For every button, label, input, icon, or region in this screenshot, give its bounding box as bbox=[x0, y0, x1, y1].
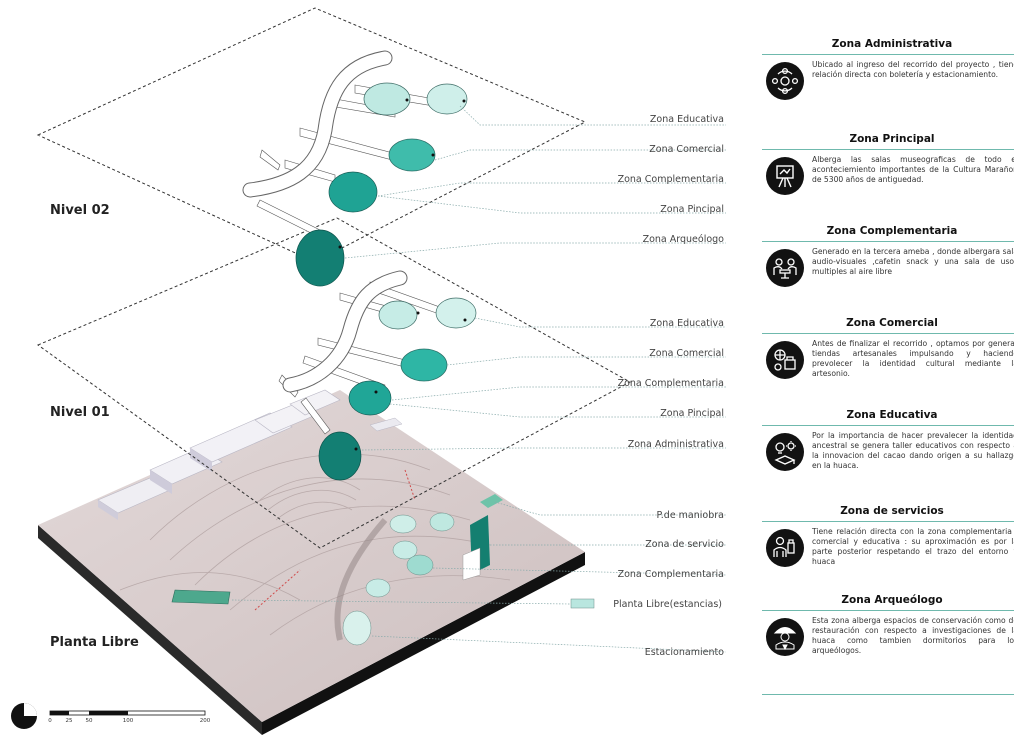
label-n2-educativa: Zona Educativa bbox=[650, 114, 724, 125]
terrain-contours bbox=[119, 453, 511, 636]
legend-rule bbox=[762, 521, 1014, 522]
scale-tick-50: 50 bbox=[86, 718, 93, 724]
legend-rule bbox=[762, 425, 1014, 426]
legend-title: Zona Comercial bbox=[846, 317, 938, 329]
label-n1-comercial: Zona Comercial bbox=[649, 348, 724, 359]
pod-n1-educativa-1 bbox=[378, 300, 418, 330]
legend-text: Generado en la tercera ameba , donde alb… bbox=[812, 247, 1014, 276]
meeting-table-icon bbox=[766, 249, 804, 287]
exploded-axonometric-diagram: Zona Educativa Zona Comercial Zona Compl… bbox=[11, 7, 727, 735]
nivel02-structure bbox=[242, 50, 468, 287]
legend-rule bbox=[762, 333, 1014, 334]
label-n2-arqueologo: Zona Arqueólogo bbox=[643, 234, 725, 245]
legend-title: Zona Complementaria bbox=[826, 225, 958, 237]
service-staff-icon bbox=[766, 529, 804, 567]
labels-nivel02: Zona Educativa Zona Comercial Zona Compl… bbox=[618, 114, 725, 245]
legend-title: Zona de servicios bbox=[840, 505, 944, 517]
label-pl-maniobra: P.de maniobra bbox=[657, 510, 724, 521]
legend-rule bbox=[762, 610, 1014, 611]
context-buildings bbox=[97, 389, 403, 520]
legend-bottom-rule bbox=[762, 694, 1014, 695]
level-title-nivel02: Nivel 02 bbox=[50, 203, 110, 218]
admin-network-icon bbox=[766, 62, 804, 100]
graduation-ideas-icon bbox=[766, 433, 804, 471]
legend-title: Zona Educativa bbox=[846, 409, 938, 421]
pod-n1-comercial bbox=[400, 348, 448, 382]
north-arrow-icon bbox=[11, 703, 37, 729]
plane-nivel02 bbox=[36, 7, 587, 263]
label-n2-principal: Zona Pincipal bbox=[660, 204, 724, 215]
legend-text: Ubicado al ingreso del recorrido del pro… bbox=[812, 60, 1014, 79]
legend-rule bbox=[762, 149, 1014, 150]
nivel01-structure bbox=[278, 270, 477, 481]
pod-arqueologo bbox=[295, 229, 345, 287]
label-n1-complementaria: Zona Complementaria bbox=[618, 378, 724, 389]
legend-rule bbox=[762, 54, 1014, 55]
label-pl-estacionamiento: Estacionamiento bbox=[645, 647, 724, 658]
legend-text: Alberga las salas museograficas de todo … bbox=[812, 155, 1014, 184]
pod-educativa-1 bbox=[363, 82, 411, 116]
archaeologist-icon bbox=[766, 618, 804, 656]
pod-n1-educativa-2 bbox=[435, 297, 477, 329]
terrain-block bbox=[38, 390, 585, 735]
label-n1-educativa: Zona Educativa bbox=[650, 318, 724, 329]
level-title-nivel01: Nivel 01 bbox=[50, 405, 110, 420]
terrain-side-left bbox=[38, 525, 262, 735]
labels-planta: P.de maniobra Zona de servicio Zona Comp… bbox=[570, 510, 724, 658]
scale-tick-0: 0 bbox=[48, 718, 52, 724]
legend-text: Por la importancia de hacer prevalecer l… bbox=[812, 431, 1014, 470]
planta-libre-swatch bbox=[570, 598, 595, 609]
legend-title: Zona Arqueólogo bbox=[841, 594, 943, 606]
terrain-top bbox=[38, 390, 585, 722]
label-n1-administrativa: Zona Administrativa bbox=[628, 439, 724, 450]
scale-bar: 0 25 50 100 200 bbox=[48, 710, 211, 724]
legend-text: Antes de finalizar el recorrido , optamo… bbox=[812, 339, 1014, 378]
leader-lines bbox=[231, 105, 727, 653]
crafts-shop-icon bbox=[766, 341, 804, 379]
pod-n1-administrativa bbox=[318, 431, 362, 481]
legend-title: Zona Administrativa bbox=[831, 38, 953, 50]
label-pl-estancias: Planta Libre(estancias) bbox=[613, 599, 722, 610]
label-n1-principal: Zona Pincipal bbox=[660, 408, 724, 419]
labels-nivel01: Zona Educativa Zona Comercial Zona Compl… bbox=[618, 318, 724, 450]
label-pl-servicio: Zona de servicio bbox=[645, 539, 724, 550]
terrain-side-right bbox=[262, 552, 585, 735]
legend-title: Zona Principal bbox=[849, 133, 935, 145]
label-pl-complementaria: Zona Complementaria bbox=[618, 569, 724, 580]
scale-tick-200: 200 bbox=[200, 718, 211, 724]
planta-libre-zones bbox=[171, 494, 503, 646]
legend-text: Esta zona alberga espacios de conservaci… bbox=[812, 616, 1014, 655]
pod-educativa-2 bbox=[426, 83, 468, 115]
plane-nivel01 bbox=[36, 217, 632, 549]
pod-comercial bbox=[388, 138, 436, 172]
level-title-planta: Planta Libre bbox=[50, 635, 139, 650]
easel-exhibit-icon bbox=[766, 157, 804, 195]
red-path-2 bbox=[404, 469, 416, 501]
pod-n1-complementaria bbox=[348, 380, 392, 416]
green-plaza bbox=[171, 589, 231, 605]
label-n2-comercial: Zona Comercial bbox=[649, 144, 724, 155]
label-n2-complementaria: Zona Complementaria bbox=[618, 174, 724, 185]
scale-tick-25: 25 bbox=[66, 718, 73, 724]
legend-text: Tiene relación directa con la zona compl… bbox=[812, 527, 1014, 566]
scale-tick-100: 100 bbox=[123, 718, 134, 724]
pod-complementaria bbox=[328, 171, 378, 213]
legend-rule bbox=[762, 241, 1014, 242]
